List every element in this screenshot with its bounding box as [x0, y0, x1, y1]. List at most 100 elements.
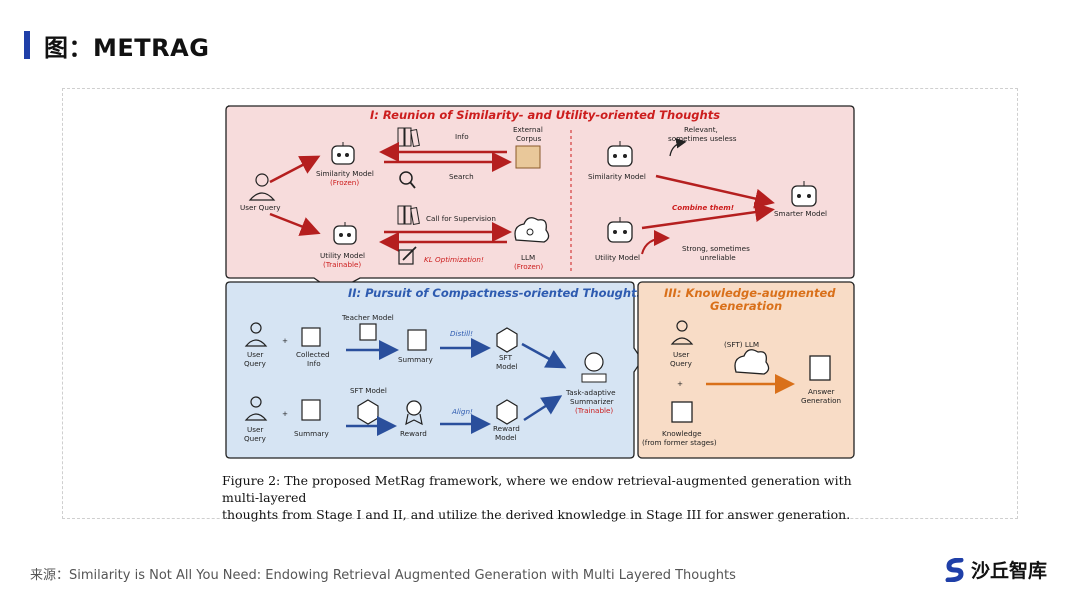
arrow [641, 202, 775, 230]
stage2-panel [225, 281, 643, 459]
plus-icon: + [677, 379, 683, 388]
summarizer-label: Summarizer [570, 397, 614, 406]
summarizer-icon [584, 352, 604, 372]
collected-info-label: Info [307, 359, 321, 368]
title-accent-bar [24, 31, 30, 59]
source-citation: 来源：Similarity is Not All You Need: Endow… [30, 568, 736, 583]
caption-line-1: Figure 2: The proposed MetRag framework,… [222, 473, 852, 505]
user-label: User [247, 425, 263, 434]
summary-2-label: Summary [294, 429, 329, 438]
query-label: Query [244, 434, 267, 443]
reward-label: Reward [400, 429, 427, 438]
strong-label: Strong, sometimes [682, 244, 750, 253]
sft-label: SFT [499, 353, 513, 362]
user-icon [244, 322, 268, 347]
summary-label: Summary [398, 355, 433, 364]
header: 图：METRAG [24, 30, 210, 62]
llm-cloud-icon [514, 217, 550, 243]
arrow [655, 174, 775, 209]
robot-icon [607, 217, 633, 243]
distill-label: Distill! [450, 329, 473, 338]
sft-model-title-label: SFT Model [350, 386, 387, 395]
align-label: Align! [451, 407, 473, 416]
llm-frozen-label: (Frozen) [514, 262, 543, 271]
from-former-stages-label: (from former stages) [642, 438, 717, 447]
user-icon [244, 396, 268, 421]
sft-model-label: Model [496, 362, 518, 371]
metrag-diagram: I: Reunion of Similarity- and Utility-or… [225, 105, 855, 459]
similarity-model-right-label: Similarity Model [588, 172, 646, 181]
summarizer-trainable-label: (Trainable) [575, 406, 613, 415]
arrow [523, 395, 563, 422]
call-for-supervision-label: Call for Supervision [426, 214, 496, 223]
reward-model-icon [496, 399, 518, 425]
llm-cloud-icon [734, 349, 770, 375]
stage3-title: III: Knowledge-augmented [664, 286, 836, 300]
frozen-label: (Frozen) [330, 178, 359, 187]
relevant-label: Relevant, [684, 125, 718, 134]
similarity-model-label: Similarity Model [316, 169, 374, 178]
search-icon [399, 171, 416, 189]
teacher-model-label: Teacher Model [341, 313, 394, 322]
collected-label: Collected [296, 350, 330, 359]
arrow [641, 230, 670, 255]
brand-name: 沙丘智库 [971, 560, 1048, 582]
stage3-query-label: Query [670, 359, 693, 368]
page-title: 图：METRAG [44, 33, 210, 62]
search-label: Search [449, 172, 474, 181]
teacher-model-icon [359, 323, 377, 341]
arrow [669, 138, 687, 157]
sft-llm-label: (SFT) LLM [724, 340, 759, 349]
stage1-title: I: Reunion of Similarity- and Utility-or… [370, 108, 720, 122]
knowledge-icon [671, 401, 693, 423]
summary-icon [407, 329, 427, 351]
stage3-title-2: Generation [710, 299, 782, 313]
task-adaptive-label: Task-adaptive [565, 388, 616, 397]
relevant-label-2: sometimes useless [668, 134, 737, 143]
kl-optimization-label: KL Optimization! [424, 255, 484, 264]
edit-icon [398, 246, 417, 265]
plus-icon: + [282, 336, 288, 345]
answer-generation-label: Generation [801, 396, 841, 405]
smarter-model-label: Smarter Model [774, 209, 827, 218]
caption-line-2: thoughts from Stage I and II, and utiliz… [222, 507, 851, 522]
summarizer-base-icon [581, 373, 607, 383]
user-query-label: User Query [240, 203, 281, 212]
user-icon [670, 320, 694, 345]
robot-icon [791, 181, 817, 207]
knowledge-label: Knowledge [662, 429, 702, 438]
stage2-title: II: Pursuit of Compactness-oriented Thou… [348, 286, 644, 300]
robot-icon [331, 142, 355, 165]
arrow [269, 212, 321, 236]
strong-label-2: unreliable [700, 253, 736, 262]
figure-caption: Figure 2: The proposed MetRag framework,… [222, 472, 882, 523]
user-label: User [247, 350, 263, 359]
user-icon [248, 173, 276, 201]
reward-model-label: Reward [493, 424, 520, 433]
utility-model-right-label: Utility Model [595, 253, 640, 262]
external-label: External [513, 125, 543, 134]
robot-icon [607, 141, 633, 167]
query-label: Query [244, 359, 267, 368]
summary-icon [301, 399, 321, 421]
robot-icon [333, 222, 357, 245]
books-icon [397, 127, 420, 147]
arrow [521, 342, 567, 369]
brand-s-icon [945, 557, 964, 582]
utility-model-label: Utility Model [320, 251, 365, 260]
document-icon [301, 327, 321, 347]
corpus-label: Corpus [516, 134, 541, 143]
answer-label: Answer [808, 387, 835, 396]
llm-label: LLM [521, 253, 535, 262]
books-icon [397, 205, 420, 225]
brand-logo: 沙丘智库 [945, 556, 1047, 583]
info-label: Info [455, 132, 469, 141]
plus-icon: + [282, 409, 288, 418]
combine-them-label: Combine them! [672, 203, 734, 212]
sft-model-icon [496, 327, 518, 353]
reward-model-label-2: Model [495, 433, 517, 442]
reward-icon [405, 400, 423, 426]
stage3-user-label: User [673, 350, 689, 359]
sft-model-icon [357, 399, 379, 425]
figure-frame [62, 88, 1018, 519]
